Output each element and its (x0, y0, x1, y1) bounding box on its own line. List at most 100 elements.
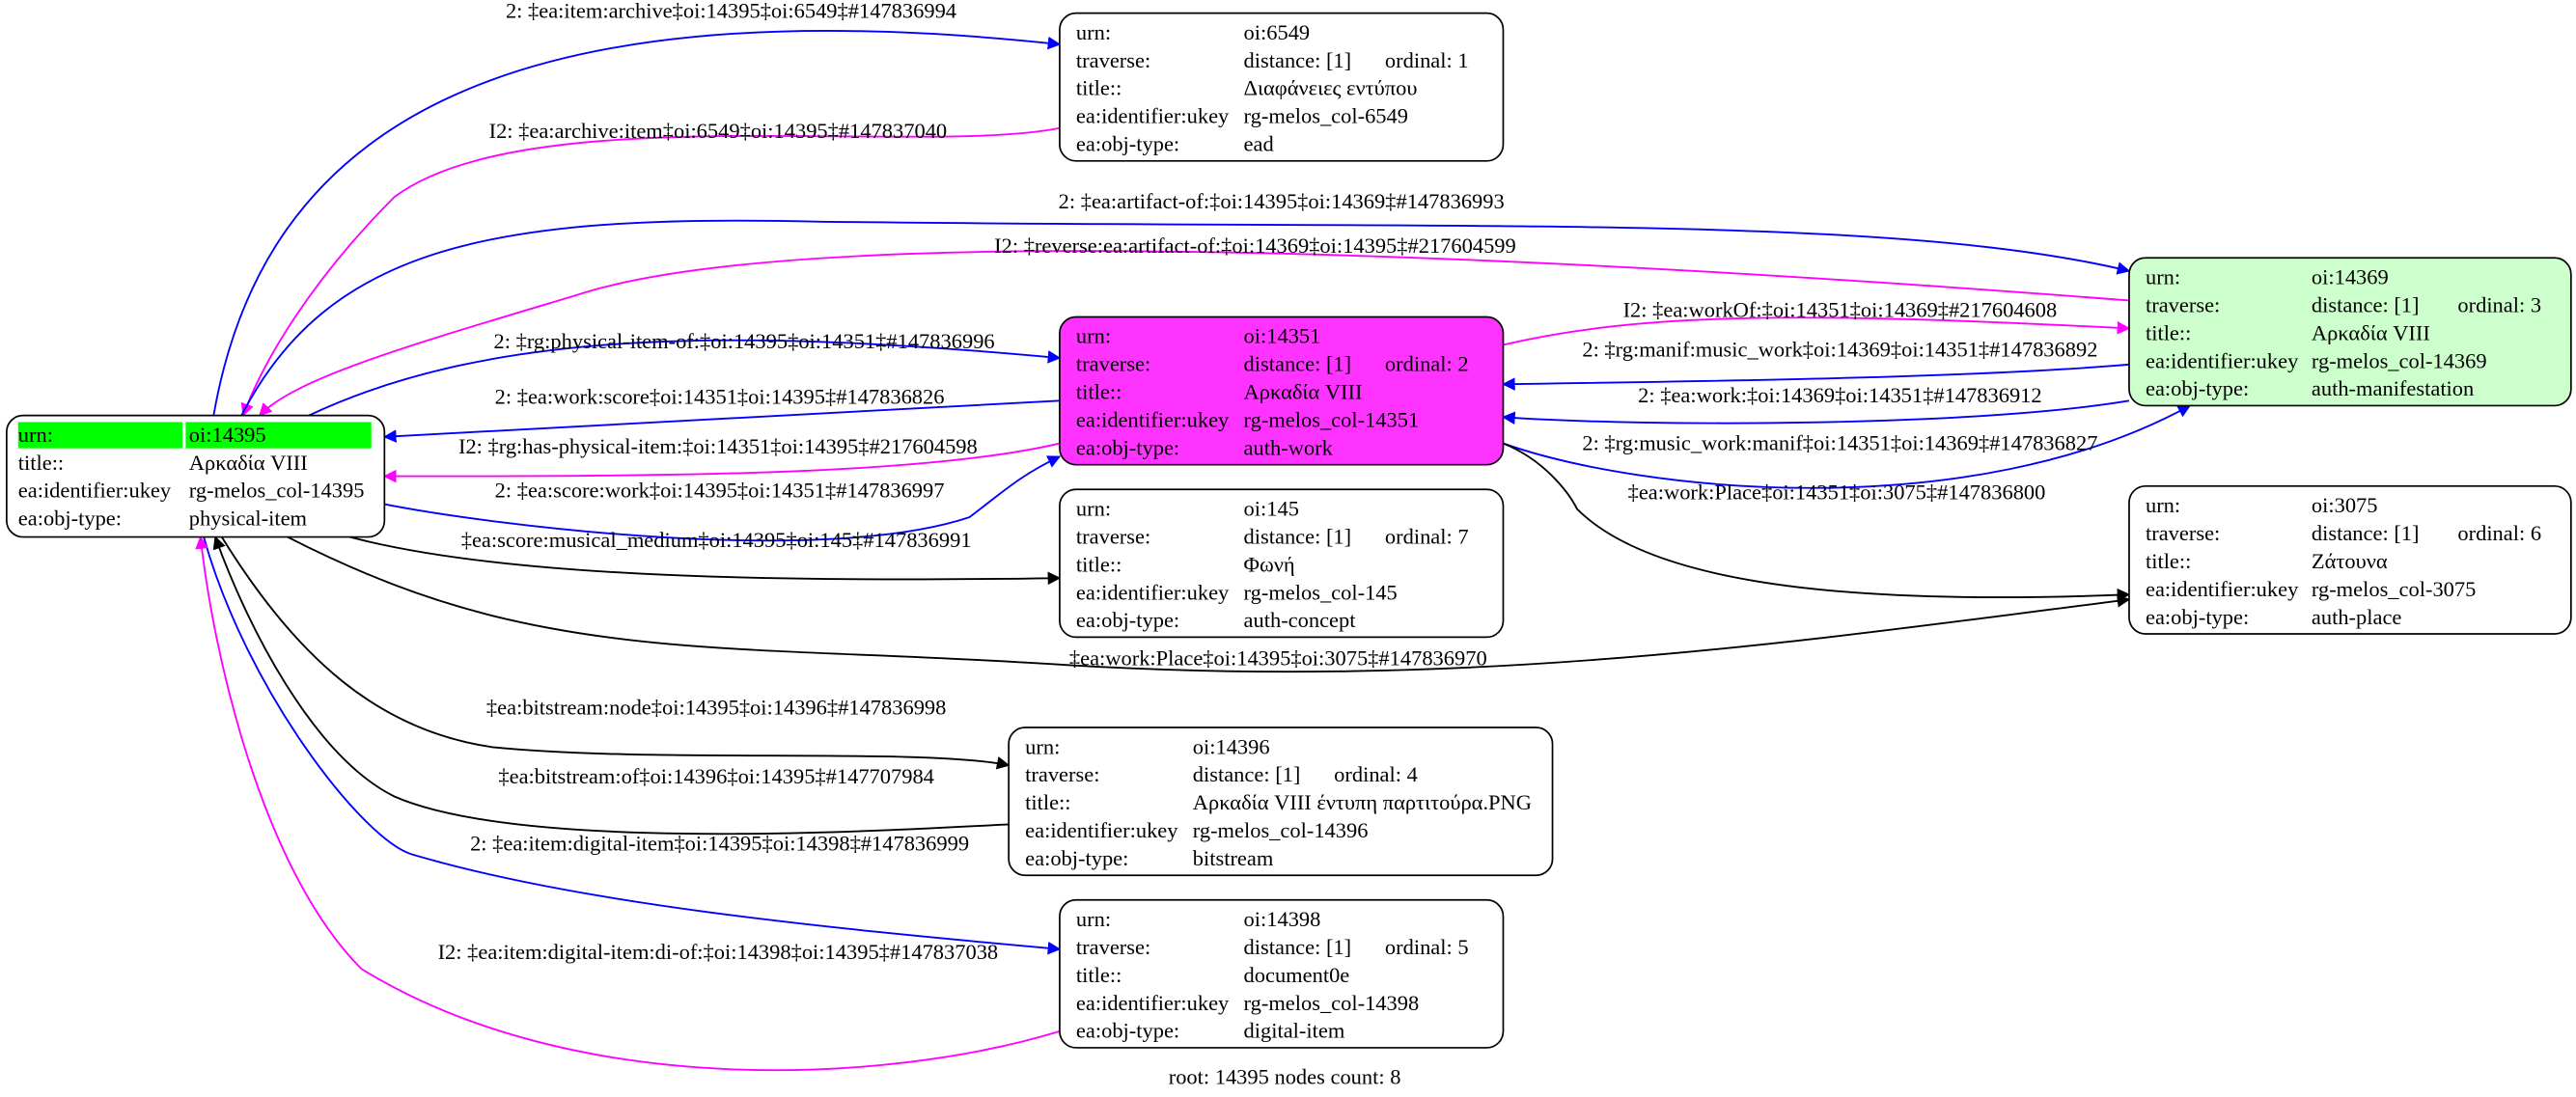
node-box[interactable] (1059, 315, 1505, 466)
edge[interactable]: I2: ‡ea:workOf:‡oi:14351‡oi:14369‡#21760… (1503, 298, 2131, 346)
edge[interactable]: 2: ‡ea:item:archive‡oi:14395‡oi:6549‡#14… (212, 0, 1062, 416)
edge-label: ‡ea:bitstream:node‡oi:14395‡oi:14396‡#14… (486, 695, 946, 719)
node-box[interactable] (1059, 12, 1505, 162)
field-value: rg-melos_col-3075 (2312, 577, 2476, 601)
root-highlight-cell (185, 422, 372, 449)
edge[interactable]: 2: ‡rg:music_work:manif‡oi:14351‡oi:1436… (1503, 404, 2192, 489)
edge-line[interactable] (259, 250, 2130, 417)
field-label: ea:obj-type: (18, 507, 122, 531)
field-value: distance: [1] (1244, 524, 1352, 548)
field-value: rg-melos_col-14351 (1244, 408, 1420, 432)
edge[interactable]: I2: ‡ea:archive:item‡oi:6549‡oi:14395‡#1… (240, 119, 1061, 417)
field-value: physical-item (189, 507, 308, 531)
node-box[interactable] (1059, 488, 1505, 639)
edge-line[interactable] (1503, 404, 2192, 489)
field-value: Αρκαδία VIII έντυπη παρτιτούρα.PNG (1193, 790, 1532, 814)
edge[interactable]: ‡ea:score:musical_medium‡oi:14395‡oi:145… (349, 528, 1062, 586)
edge[interactable]: 2: ‡ea:score:work‡oi:14395‡oi:14351‡#147… (384, 455, 1062, 542)
node-box[interactable] (2128, 484, 2572, 635)
edge-line[interactable] (349, 535, 1062, 586)
edge[interactable]: 2: ‡rg:physical-item-of:‡oi:14395‡oi:143… (308, 329, 1062, 417)
edge-line[interactable] (221, 536, 1011, 770)
edge-label: 2: ‡ea:item:archive‡oi:14395‡oi:6549‡#14… (506, 0, 956, 23)
field-label: ea:obj-type: (1076, 435, 1179, 459)
field-label: ea:obj-type: (2146, 605, 2249, 629)
field-label: title:: (1076, 963, 1122, 987)
edge-label: I2: ‡ea:workOf:‡oi:14351‡oi:14369‡#21760… (1623, 298, 2058, 322)
edge-label: 2: ‡ea:work:‡oi:14369‡oi:14351‡#14783691… (1638, 383, 2041, 407)
edge[interactable]: ‡ea:bitstream:of‡oi:14396‡oi:14395‡#1477… (212, 535, 1010, 836)
field-value: ead (1244, 132, 1274, 156)
field-label: ea:obj-type: (2146, 376, 2249, 400)
edge-label: I2: ‡reverse:ea:artifact-of:‡oi:14369‡oi… (994, 233, 1516, 258)
edge-line[interactable] (1503, 442, 2131, 602)
field-label: ea:obj-type: (1076, 132, 1179, 156)
field-value: auth-place (2312, 605, 2402, 629)
edge[interactable]: ‡ea:work:Place‡oi:14351‡oi:3075‡#1478368… (1503, 442, 2131, 602)
edge[interactable]: ‡ea:work:Place‡oi:14395‡oi:3075‡#1478369… (287, 535, 2131, 673)
edge-line[interactable] (212, 535, 1010, 836)
node-box[interactable] (1059, 898, 1505, 1049)
edge-label: 2: ‡rg:manif:music_work‡oi:14369‡oi:1435… (1582, 337, 2097, 361)
field-label: urn: (1025, 734, 1060, 758)
field-value: distance: [1] (1244, 48, 1352, 72)
edge-line[interactable] (287, 535, 2131, 673)
edge[interactable]: ‡ea:bitstream:node‡oi:14395‡oi:14396‡#14… (221, 536, 1011, 770)
edge[interactable]: 2: ‡ea:artifact-of:‡oi:14395‡oi:14369‡#1… (240, 189, 2131, 417)
field-value: auth-concept (1244, 608, 1357, 632)
field-label: title:: (18, 451, 64, 475)
node-box[interactable] (1008, 727, 1554, 877)
field-value: oi:14351 (1244, 324, 1321, 348)
edge-line[interactable] (195, 535, 1061, 1072)
edge-line[interactable] (384, 455, 1062, 542)
field-value: rg-melos_col-14398 (1244, 991, 1420, 1015)
edge-label: I2: ‡rg:has-physical-item:‡oi:14351‡oi:1… (458, 434, 978, 458)
node-box[interactable] (2128, 257, 2572, 407)
edge-line[interactable] (240, 219, 2131, 417)
field-label: traverse: (1076, 48, 1150, 72)
field-ordinal: ordinal: 2 (1385, 352, 1469, 376)
edge-line[interactable] (382, 399, 1060, 443)
edge-label: ‡ea:work:Place‡oi:14395‡oi:3075‡#1478369… (1069, 645, 1487, 670)
edge-line[interactable] (308, 339, 1062, 417)
field-label: traverse: (1076, 935, 1150, 959)
edge[interactable]: 2: ‡ea:work:‡oi:14369‡oi:14351‡#14783691… (1502, 383, 2130, 425)
field-value: oi:6549 (1244, 20, 1311, 44)
edge-label: I2: ‡ea:item:digital-item:di-of:‡oi:1439… (438, 940, 999, 964)
field-label: urn: (1076, 496, 1111, 520)
edge[interactable]: 2: ‡ea:item:digital-item‡oi:14395‡oi:143… (203, 536, 1062, 955)
field-label: title:: (1076, 380, 1122, 404)
edge-line[interactable] (1503, 316, 2131, 346)
field-value: oi:14369 (2312, 264, 2389, 288)
field-label: urn: (1076, 20, 1111, 44)
field-value: oi:145 (1244, 496, 1299, 520)
edge-line[interactable] (1502, 399, 2130, 425)
field-label: urn: (2146, 264, 2180, 288)
field-label: ea:identifier:ukey (1076, 104, 1230, 128)
field-label: title:: (1076, 76, 1122, 100)
edge[interactable]: I2: ‡reverse:ea:artifact-of:‡oi:14369‡oi… (259, 233, 2130, 417)
edge-line[interactable] (1502, 363, 2130, 391)
edge-line[interactable] (203, 536, 1062, 955)
field-value: oi:14395 (189, 423, 266, 447)
edge-label: 2: ‡ea:score:work‡oi:14395‡oi:14351‡#147… (495, 479, 945, 503)
edge-line[interactable] (240, 126, 1061, 417)
edge[interactable]: I2: ‡rg:has-physical-item:‡oi:14351‡oi:1… (382, 434, 1061, 483)
field-label: title:: (2146, 320, 2191, 344)
field-value: Ζάτουνα (2312, 549, 2388, 573)
edge[interactable]: I2: ‡ea:item:digital-item:di-of:‡oi:1439… (195, 535, 1061, 1072)
edge-line[interactable] (212, 30, 1062, 416)
edge-line[interactable] (382, 442, 1061, 483)
edge[interactable]: 2: ‡ea:work:score‡oi:14351‡oi:14395‡#147… (382, 385, 1060, 443)
edge[interactable]: 2: ‡rg:manif:music_work‡oi:14369‡oi:1435… (1502, 337, 2130, 391)
field-value: oi:14396 (1193, 734, 1270, 758)
